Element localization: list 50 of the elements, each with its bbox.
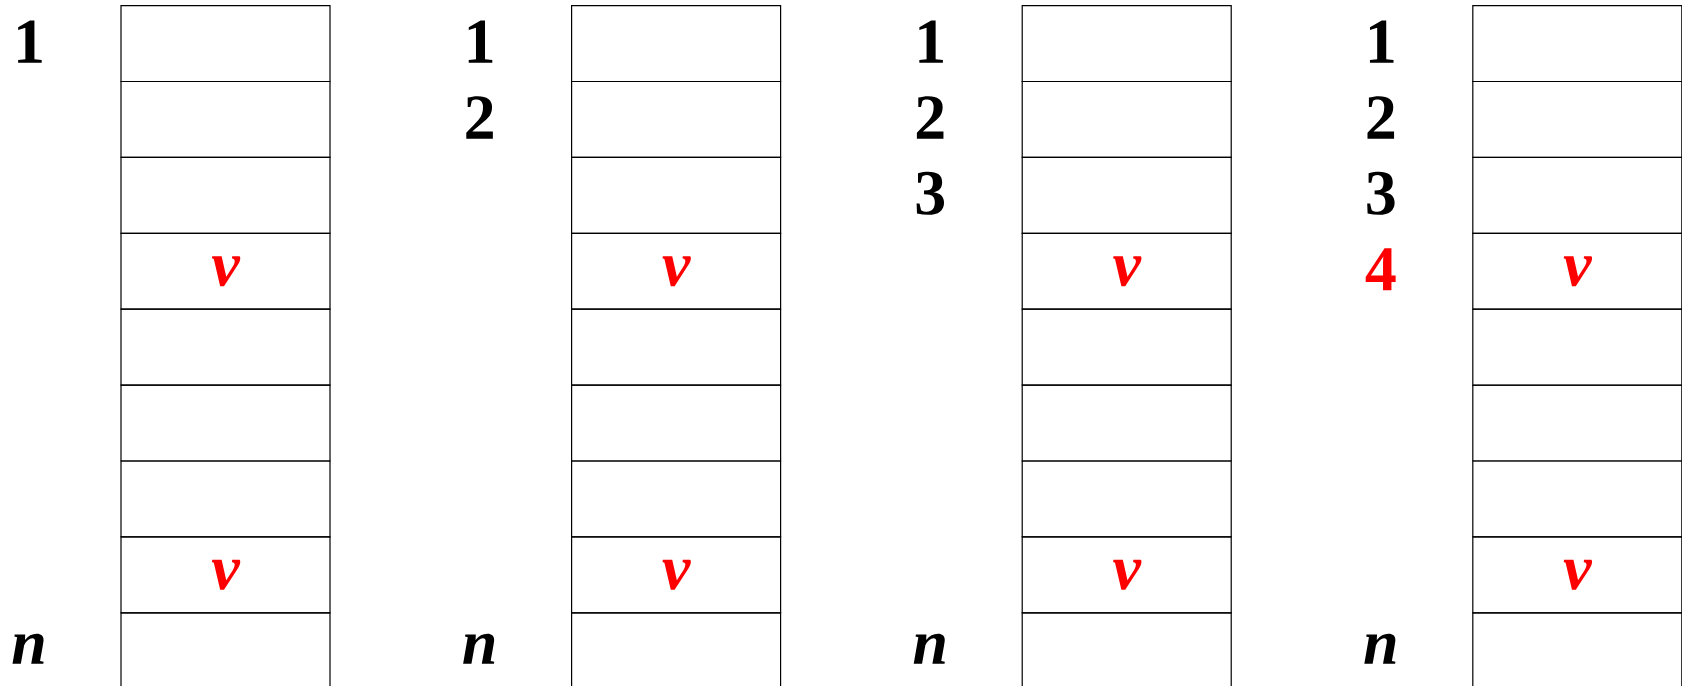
- table-cell: [1021, 5, 1232, 83]
- table-cell: [120, 80, 331, 158]
- row-index: 4: [1365, 248, 1396, 291]
- table-cell: [571, 612, 782, 686]
- row-index: 1: [18, 20, 42, 63]
- table-cell: [571, 460, 782, 538]
- table-cell: [120, 612, 331, 686]
- table-cell: [1021, 156, 1232, 234]
- table-cell: v: [1021, 536, 1232, 614]
- row-index: n: [463, 633, 495, 664]
- table-cell: [120, 384, 331, 462]
- table-cell: v: [571, 232, 782, 310]
- table-cell: [1472, 5, 1682, 83]
- table-cell: [571, 80, 782, 158]
- table-cell: [120, 308, 331, 386]
- row-index: 2: [1367, 96, 1395, 139]
- row-index: n: [12, 633, 44, 664]
- table-cell: [1472, 384, 1682, 462]
- table-cell: [571, 384, 782, 462]
- row-index: 2: [916, 96, 944, 139]
- table-cell: [1021, 612, 1232, 686]
- table-cell: [120, 5, 331, 83]
- table-cell: [571, 5, 782, 83]
- row-index: 2: [466, 96, 493, 139]
- table-cell: [1021, 80, 1232, 158]
- table-cell: [1472, 80, 1682, 158]
- table-cell: v: [1021, 232, 1232, 310]
- table-cell: [571, 308, 782, 386]
- table-cell: v: [120, 232, 331, 310]
- row-index: 1: [1369, 20, 1394, 63]
- table-cell: [1021, 460, 1232, 538]
- table-cell: [1021, 308, 1232, 386]
- table-cell: v: [1472, 232, 1682, 310]
- table-cell: [1472, 612, 1682, 686]
- table-cell: [120, 460, 331, 538]
- row-index: n: [913, 633, 945, 664]
- row-index: 1: [468, 20, 493, 63]
- table-cell: [1021, 384, 1232, 462]
- table-cell: v: [1472, 536, 1682, 614]
- table-cell: v: [120, 536, 331, 614]
- table-cell: [1472, 156, 1682, 234]
- row-index: 3: [916, 171, 944, 215]
- row-index: 1: [919, 20, 943, 63]
- table-cell: [120, 156, 331, 234]
- table-cell: v: [571, 536, 782, 614]
- row-index: 3: [1367, 171, 1395, 215]
- row-index: n: [1364, 633, 1396, 664]
- table-cell: [571, 156, 782, 234]
- table-cell: [1472, 460, 1682, 538]
- table-cell: [1472, 308, 1682, 386]
